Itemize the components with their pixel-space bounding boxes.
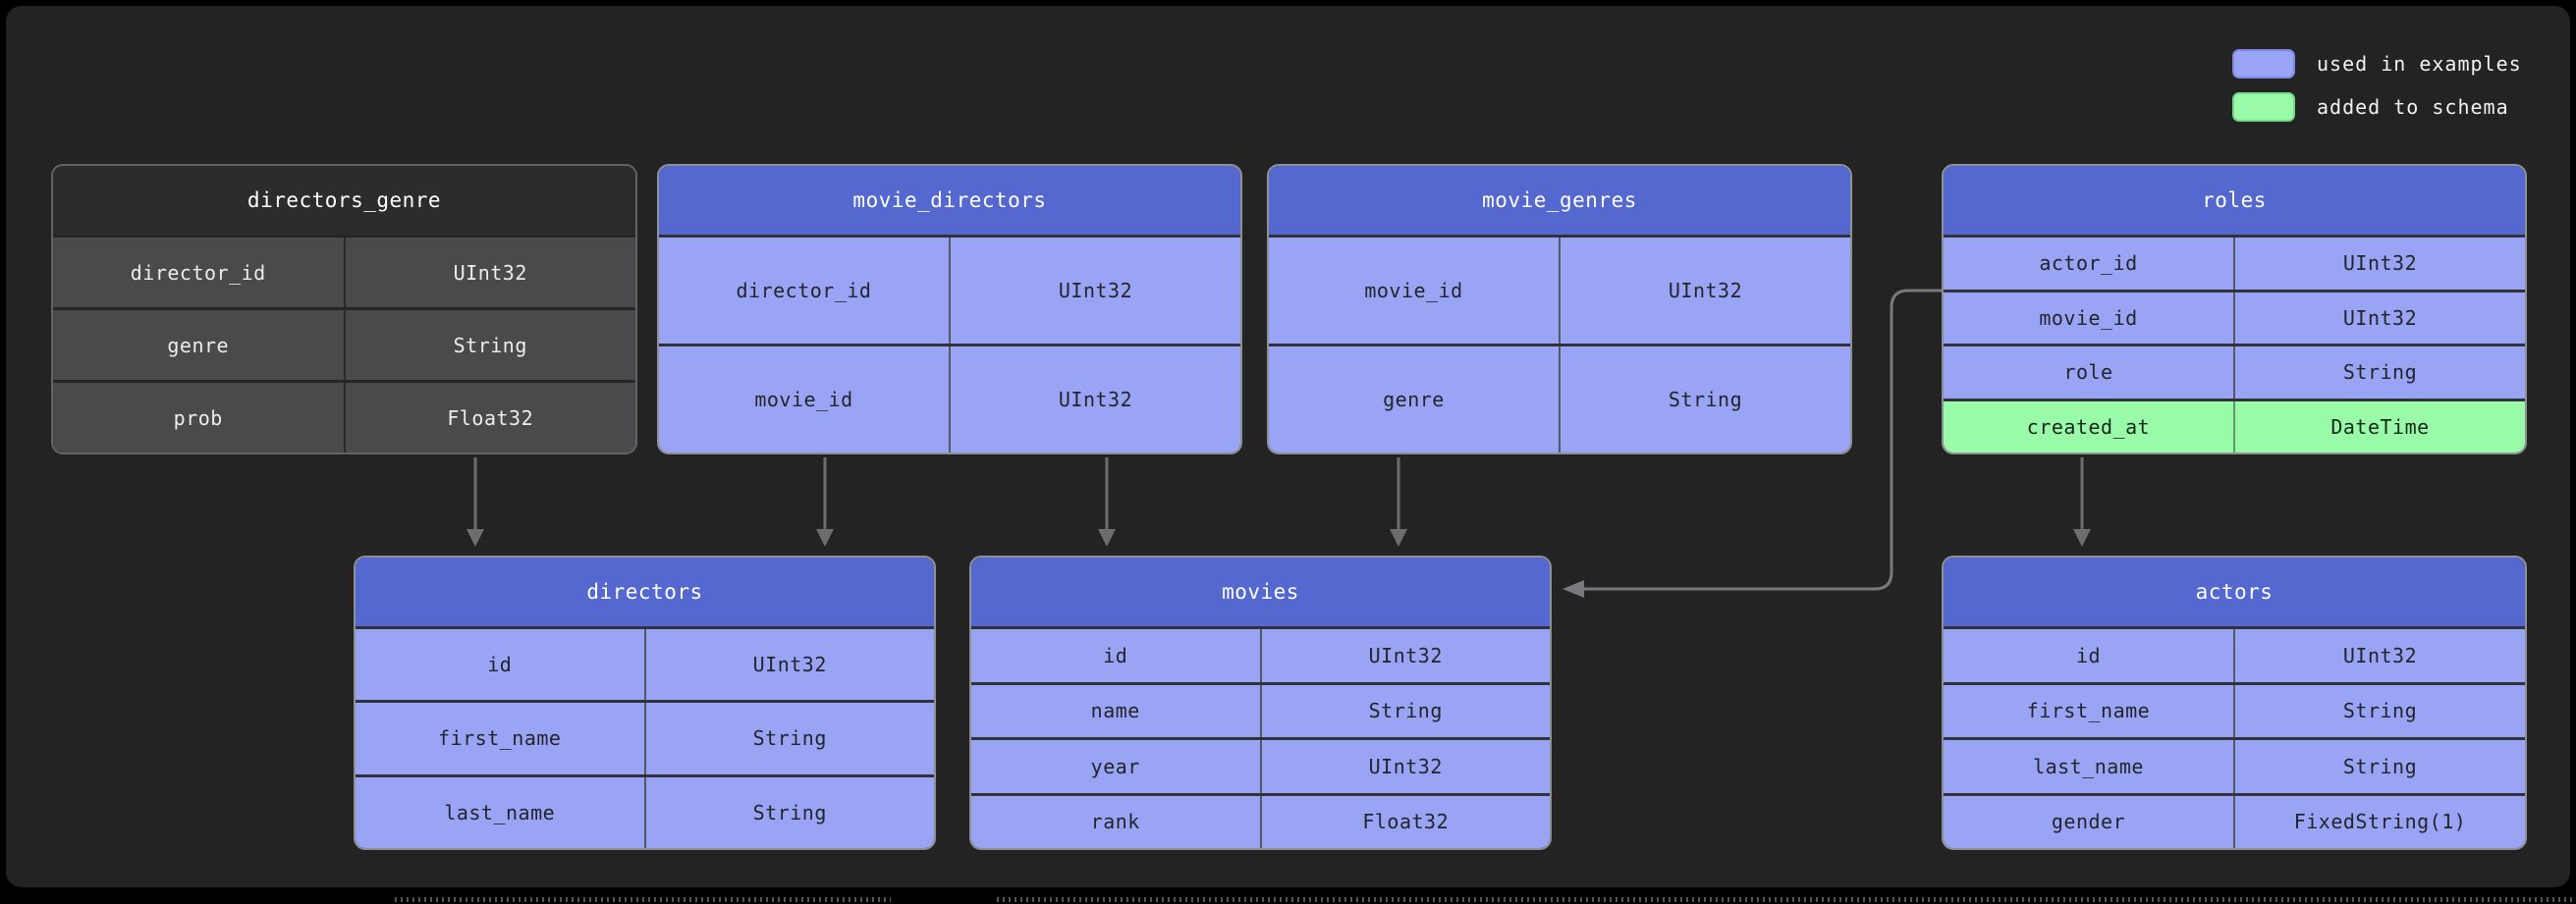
column-type: String xyxy=(752,726,827,751)
column-name: last_name xyxy=(356,776,646,848)
table-row: name String xyxy=(971,681,1550,737)
cropped-text-artifact xyxy=(395,897,891,902)
column-name: id xyxy=(356,629,646,701)
column-type: UInt32 xyxy=(2342,643,2418,667)
column-type: UInt32 xyxy=(1368,754,1443,778)
table-row: last_name String xyxy=(1944,737,2525,793)
column-name: last_name xyxy=(1944,740,2235,793)
column-name: genre xyxy=(1269,346,1561,452)
table-row: prob Float32 xyxy=(53,380,635,452)
column-name: id xyxy=(1944,629,2235,682)
table-row: movie_id UInt32 xyxy=(659,344,1240,452)
column-type: Float32 xyxy=(447,405,534,430)
table-title: directors_genre xyxy=(53,166,635,238)
table-row: actor_id UInt32 xyxy=(1944,238,2525,290)
column-name: year xyxy=(971,740,1262,793)
legend-swatch-blue xyxy=(2232,49,2295,79)
table-directors: directors id UInt32 first_name String la… xyxy=(354,556,936,850)
table-title: movies xyxy=(971,558,1550,629)
table-row: genre String xyxy=(1269,344,1850,452)
column-name: director_id xyxy=(53,238,346,307)
cropped-text-artifact xyxy=(997,897,2576,902)
column-name: actor_id xyxy=(1944,238,2235,290)
column-name: director_id xyxy=(659,238,951,344)
table-row: id UInt32 xyxy=(356,629,934,701)
column-name: movie_id xyxy=(659,346,951,452)
column-type: UInt32 xyxy=(1058,388,1133,411)
column-type: String xyxy=(453,333,527,357)
table-row: rank Float32 xyxy=(971,792,1550,848)
column-type: String xyxy=(2342,754,2418,778)
table-row: genre String xyxy=(53,307,635,380)
column-name: first_name xyxy=(356,703,646,774)
column-type: Float32 xyxy=(1362,810,1450,834)
table-movies: movies id UInt32 name String year UInt32… xyxy=(969,556,1552,850)
table-title: movie_directors xyxy=(659,166,1240,238)
legend-item-used-in-examples: used in examples xyxy=(2232,48,2522,80)
column-name: first_name xyxy=(1944,684,2235,737)
column-name: id xyxy=(971,629,1262,682)
table-row: director_id UInt32 xyxy=(659,238,1240,344)
column-name: name xyxy=(971,684,1262,737)
legend-item-added-to-schema: added to schema xyxy=(2232,91,2509,123)
column-type: UInt32 xyxy=(2342,305,2418,330)
column-type: UInt32 xyxy=(1368,643,1443,667)
table-row: first_name String xyxy=(356,700,934,774)
column-type: DateTime xyxy=(2330,414,2430,439)
table-row-added-to-schema: created_at DateTime xyxy=(1944,398,2525,452)
column-type: String xyxy=(752,800,827,824)
table-actors: actors id UInt32 first_name String last_… xyxy=(1942,556,2527,850)
table-movie_genres: movie_genres movie_id UInt32 genre Strin… xyxy=(1267,164,1852,454)
column-type: FixedString(1) xyxy=(2293,810,2467,834)
column-name: movie_id xyxy=(1269,238,1561,344)
column-name: movie_id xyxy=(1944,292,2235,344)
table-title: movie_genres xyxy=(1269,166,1850,238)
legend-swatch-green xyxy=(2232,92,2295,122)
table-directors_genre: directors_genre director_id UInt32 genre… xyxy=(51,164,637,454)
column-type: String xyxy=(1368,699,1443,723)
table-row: movie_id UInt32 xyxy=(1269,238,1850,344)
table-row: first_name String xyxy=(1944,681,2525,737)
legend-label: used in examples xyxy=(2317,52,2522,76)
table-title: roles xyxy=(1944,166,2525,238)
column-type: String xyxy=(2342,360,2418,385)
column-name: created_at xyxy=(1944,400,2235,452)
column-name: rank xyxy=(971,795,1262,848)
table-title: actors xyxy=(1944,558,2525,629)
column-type: UInt32 xyxy=(1058,279,1133,302)
column-type: String xyxy=(2342,699,2418,723)
table-row: id UInt32 xyxy=(971,629,1550,682)
table-row: last_name String xyxy=(356,773,934,848)
table-row: role String xyxy=(1944,344,2525,399)
column-type: String xyxy=(1668,388,1743,411)
column-name: genre xyxy=(53,310,346,380)
table-roles: roles actor_id UInt32 movie_id UInt32 ro… xyxy=(1942,164,2527,454)
column-name: gender xyxy=(1944,795,2235,848)
table-movie_directors: movie_directors director_id UInt32 movie… xyxy=(657,164,1242,454)
table-row: gender FixedString(1) xyxy=(1944,792,2525,848)
column-type: UInt32 xyxy=(752,653,827,677)
column-name: prob xyxy=(53,383,346,452)
column-type: UInt32 xyxy=(2342,251,2418,276)
column-name: role xyxy=(1944,346,2235,399)
column-type: UInt32 xyxy=(453,260,527,285)
table-row: director_id UInt32 xyxy=(53,238,635,307)
table-row: id UInt32 xyxy=(1944,629,2525,682)
column-type: UInt32 xyxy=(1668,279,1743,302)
legend-label: added to schema xyxy=(2317,95,2509,119)
table-row: movie_id UInt32 xyxy=(1944,289,2525,344)
table-row: year UInt32 xyxy=(971,737,1550,793)
table-title: directors xyxy=(356,558,934,629)
